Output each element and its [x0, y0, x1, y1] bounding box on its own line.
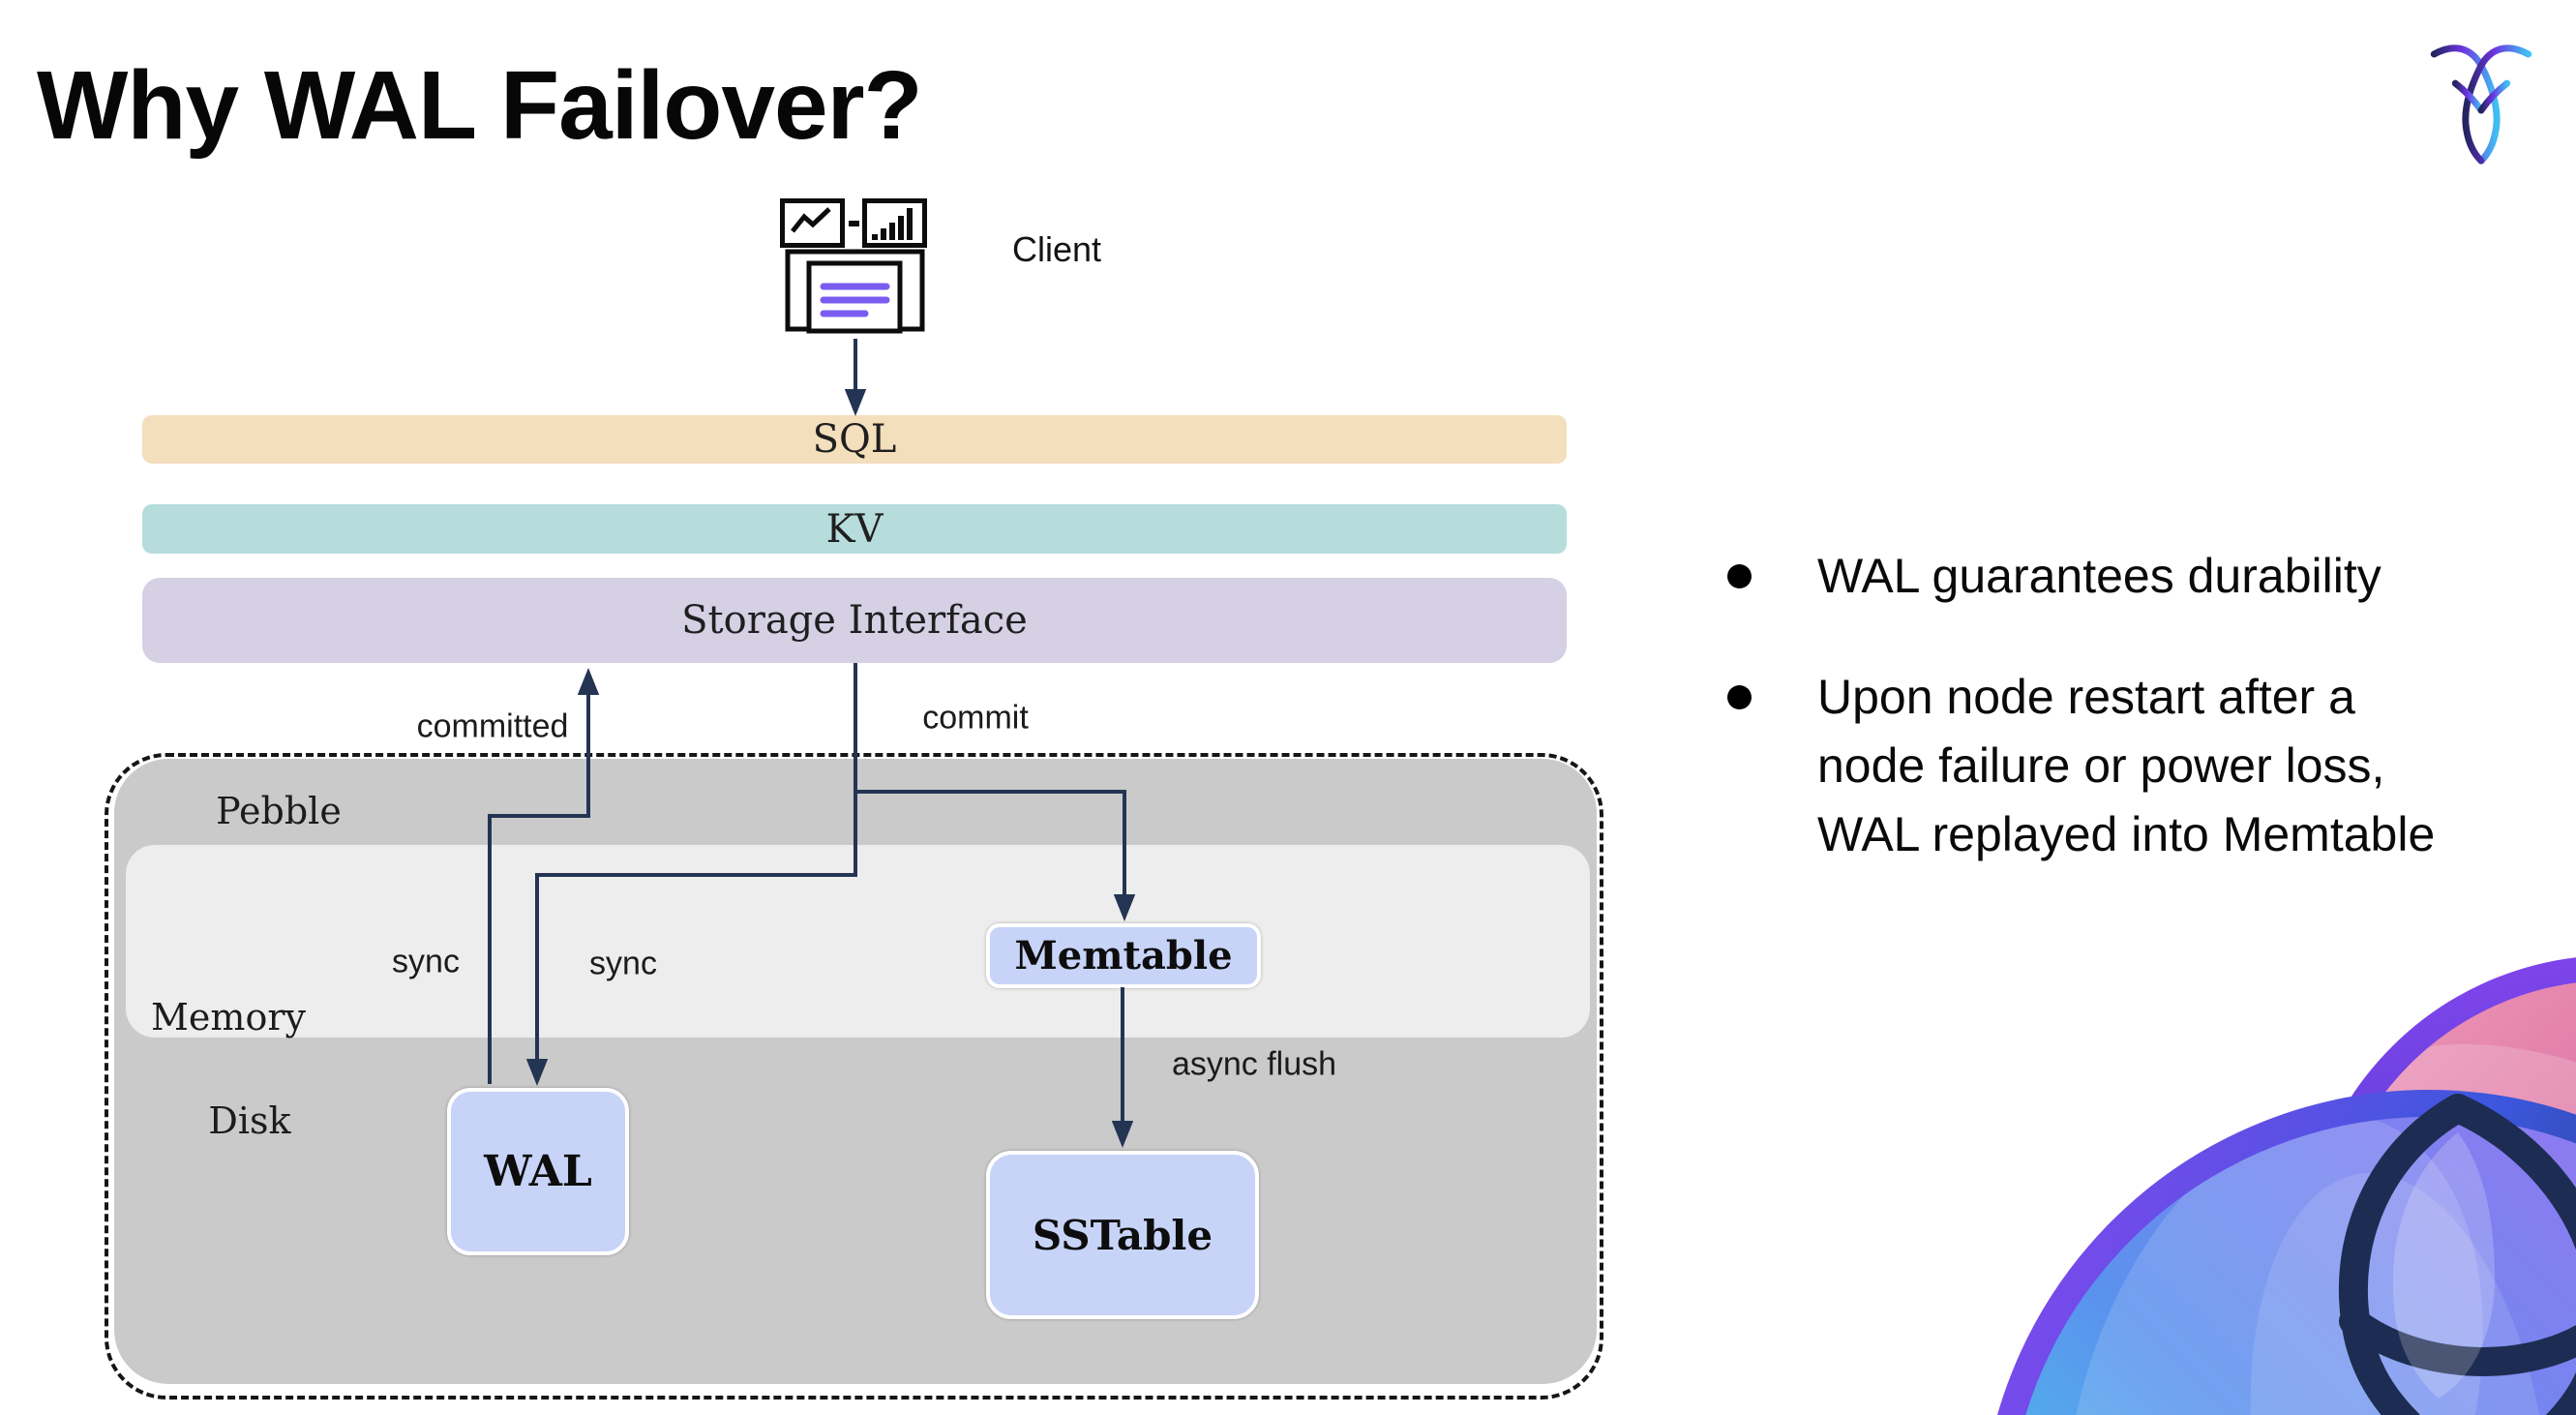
committed-arrow — [488, 668, 600, 1084]
layer-storage-interface: Storage Interface — [142, 578, 1567, 663]
bullet-dot — [1727, 685, 1752, 709]
document-icon — [785, 249, 925, 334]
roach-leaf — [2338, 1094, 2576, 1415]
layer-sql: SQL — [142, 415, 1567, 464]
node-sstable: SSTable — [986, 1151, 1259, 1319]
cockroach-logo-icon — [2430, 45, 2532, 165]
layer-kv: KV — [142, 504, 1567, 554]
async-flush-label: async flush — [1171, 1045, 1337, 1083]
bar-chart-icon — [862, 198, 927, 248]
node-memtable: Memtable — [986, 923, 1261, 988]
pebble-label: Pebble — [216, 790, 342, 832]
disk-label: Disk — [208, 1099, 291, 1142]
layer-kv-label: KV — [825, 506, 884, 552]
layer-sql-label: SQL — [812, 417, 897, 462]
sstable-label: SSTable — [1032, 1211, 1213, 1259]
memtable-label: Memtable — [1014, 933, 1233, 978]
blue-ring — [1997, 1090, 2576, 1415]
node-wal: WAL — [447, 1088, 629, 1255]
bullet-dot — [1727, 564, 1752, 588]
client-label: Client — [1011, 229, 1102, 269]
wal-label: WAL — [484, 1147, 592, 1196]
bullet-text: WAL guarantees durability — [1817, 549, 2381, 603]
committed-label: committed — [416, 708, 569, 745]
layer-storage-label: Storage Interface — [681, 598, 1028, 643]
line-chart-icon — [780, 198, 845, 248]
memory-band — [126, 845, 1590, 1038]
page-title: Why WAL Failover? — [37, 51, 923, 160]
brand-artwork — [1997, 957, 2576, 1415]
commit-to-wal-arrow — [525, 663, 857, 1086]
dash-connector — [849, 221, 859, 226]
sync-right-label: sync — [589, 945, 657, 982]
sync-left-label: sync — [392, 943, 460, 980]
memory-label: Memory — [151, 996, 306, 1039]
blue-sphere — [2011, 1103, 2576, 1415]
commit-label: commit — [922, 699, 1029, 737]
bullet-item: WAL guarantees durability — [1727, 542, 2576, 611]
bullet-text: Upon node restart after a node failure o… — [1817, 670, 2436, 861]
commit-to-memtable-arrow — [855, 790, 1136, 921]
client-icon — [780, 198, 927, 334]
bullet-item: Upon node restart after a node failure o… — [1727, 663, 2576, 869]
